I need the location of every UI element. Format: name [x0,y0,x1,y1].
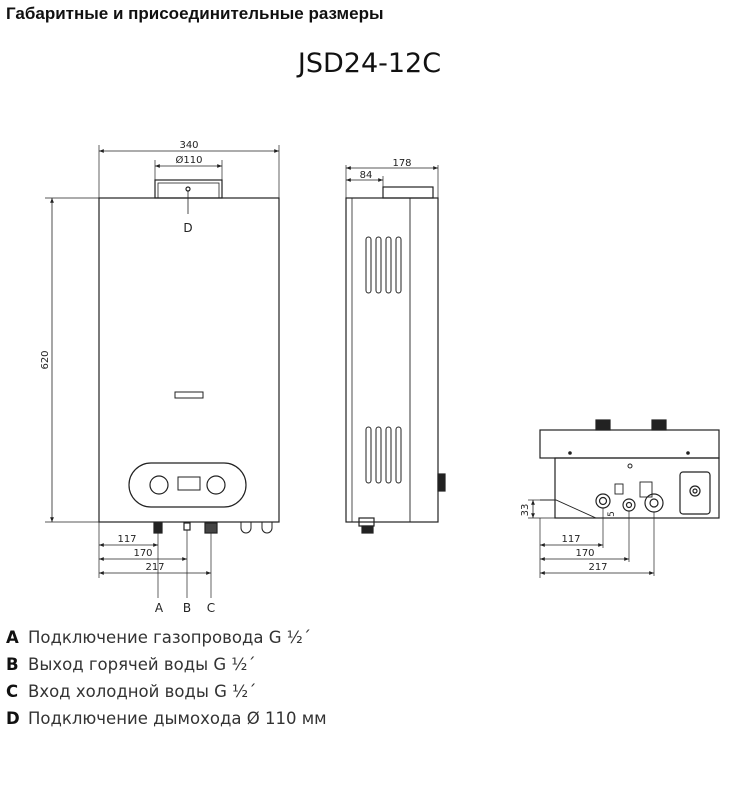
front-body-outline [98,197,280,523]
bottom-dim-217: 217 [588,562,607,573]
bottom-connector-a [595,493,611,509]
brand-logo-plate [174,391,204,399]
bottom-dim-117: 117 [561,534,580,545]
page-heading: Габаритные и присоединительные размеры [6,4,384,23]
bottom-view [528,419,720,578]
upper-vent-slots [365,236,402,294]
right-knob [206,475,226,495]
connection-label-a: A [155,601,164,615]
bottom-body-outline [554,457,720,519]
front-height-dim: 620 [40,350,51,369]
flue-center-mark [185,186,191,192]
bottom-top-bar [539,429,720,459]
connection-label-c: C [207,601,215,615]
bottom-small-dim: 5 [607,511,617,517]
front-dim-217: 217 [145,562,164,573]
side-body-outline [345,197,439,523]
connector-c [204,522,218,534]
side-depth-dim: 178 [392,158,411,169]
side-view [345,165,446,534]
side-wall-tab [437,473,446,492]
connector-a [153,522,163,534]
connection-label-b: B [183,601,191,615]
display-window [177,476,201,491]
side-flue-stub [382,186,434,199]
front-dim-170: 170 [133,548,152,559]
left-knob [149,475,169,495]
control-panel [128,462,247,508]
connector-b [183,522,191,531]
front-dim-117: 117 [117,534,136,545]
front-width-dim: 340 [179,140,198,151]
flue-diameter-dim: Ø110 [176,154,203,166]
bottom-gas-box [679,471,711,515]
side-offset-dim: 84 [360,170,373,181]
bottom-dim-170: 170 [575,548,594,559]
lower-vent-slots [365,426,402,484]
front-view [45,145,280,598]
bottom-connector-b [622,498,636,512]
flue-label: D [183,221,192,235]
model-title: JSD24-12C [297,48,442,79]
bottom-height-dim: 33 [520,504,531,517]
